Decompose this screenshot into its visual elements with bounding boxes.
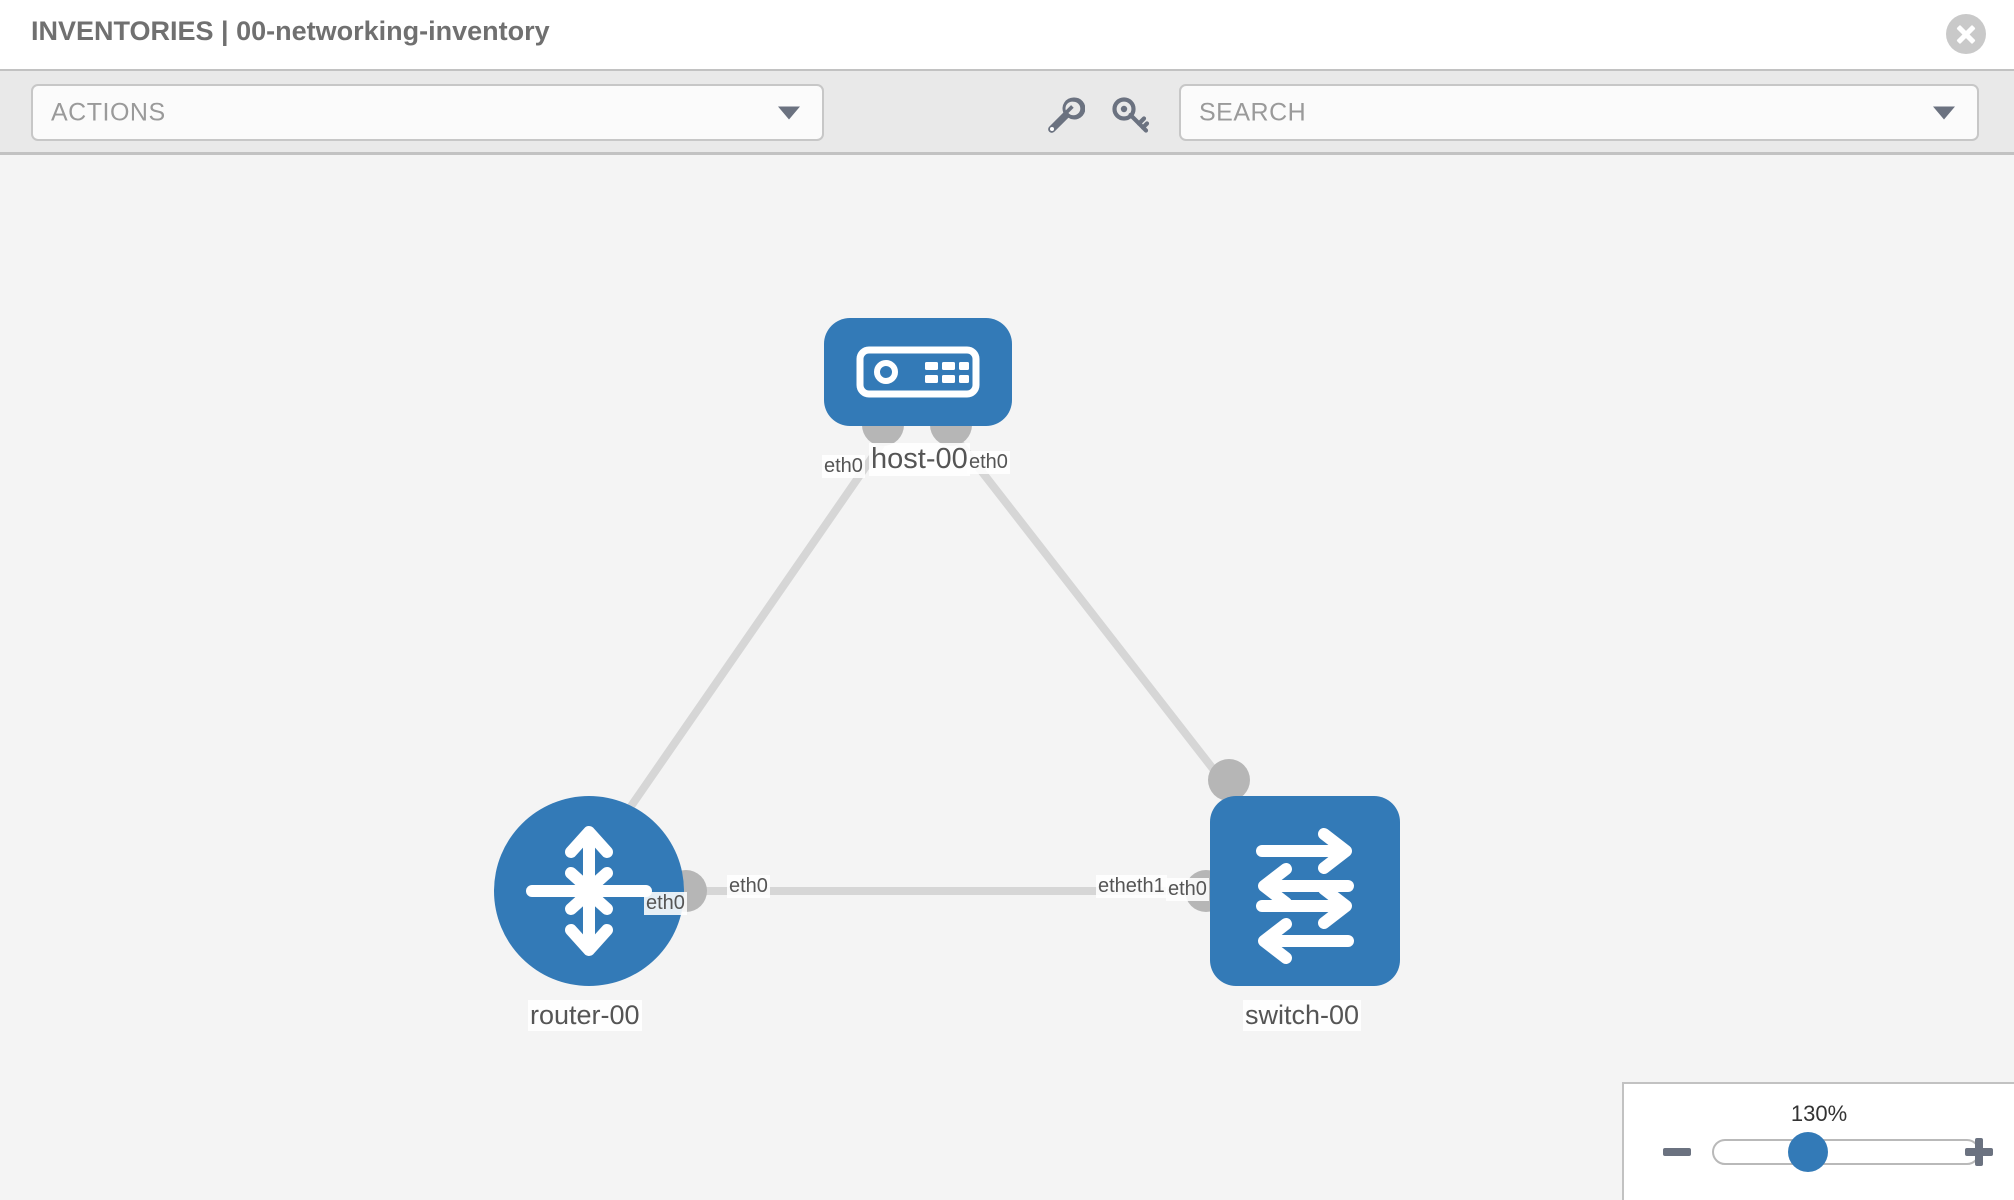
server-icon — [856, 346, 980, 398]
topology-node-router-00[interactable] — [494, 796, 684, 986]
close-icon[interactable] — [1946, 14, 1986, 54]
zoom-level-value: 130% — [1790, 1101, 1848, 1126]
chevron-down-icon — [1933, 106, 1955, 119]
edge-label-router-right: eth0 — [727, 875, 770, 898]
zoom-in-button[interactable] — [1964, 1137, 1994, 1167]
actions-dropdown-label: ACTIONS — [51, 98, 166, 126]
switch-arrows-icon — [1256, 828, 1354, 964]
zoom-slider-track[interactable] — [1712, 1139, 1980, 1165]
topology-node-host-00[interactable] — [824, 318, 1012, 426]
topology-node-label-router-00: router-00 — [528, 1000, 642, 1031]
zoom-slider-thumb[interactable] — [1788, 1132, 1828, 1172]
topology-links — [585, 419, 1284, 895]
search-input[interactable]: SEARCH — [1179, 84, 1979, 141]
wrench-icon[interactable] — [1043, 93, 1086, 135]
connector-switch-top — [1208, 759, 1250, 801]
link-host-router — [585, 419, 900, 871]
topology-node-label-switch-00: switch-00 — [1243, 1000, 1362, 1031]
edge-label-router-up: eth0 — [644, 892, 687, 915]
edge-label-host-right: eth0 — [967, 451, 1010, 474]
actions-dropdown[interactable]: ACTIONS — [31, 84, 824, 141]
key-icon[interactable] — [1110, 93, 1152, 135]
topology-node-switch-00[interactable] — [1210, 796, 1400, 986]
edge-label-switch-left: etheth1 — [1096, 875, 1167, 898]
router-arrows-icon — [526, 826, 652, 956]
edge-label-switch-up: eth0 — [1166, 878, 1209, 901]
toolbar: ACTIONS SEARCH — [0, 69, 2014, 155]
edge-label-host-left: eth0 — [822, 455, 865, 478]
zoom-control-panel: 130% — [1622, 1082, 2014, 1200]
zoom-out-button[interactable] — [1662, 1137, 1692, 1167]
topology-node-label-host-00: host-00 — [869, 443, 970, 476]
topology-canvas[interactable]: host-00 eth0 eth0 — [0, 155, 2014, 1200]
chevron-down-icon — [778, 106, 800, 119]
plus-icon-vertical — [1975, 1138, 1983, 1166]
page-title: INVENTORIES | 00-networking-inventory — [31, 16, 550, 46]
window-header: INVENTORIES | 00-networking-inventory — [0, 0, 2014, 69]
search-input-placeholder: SEARCH — [1199, 98, 1307, 126]
minus-icon — [1663, 1148, 1691, 1156]
